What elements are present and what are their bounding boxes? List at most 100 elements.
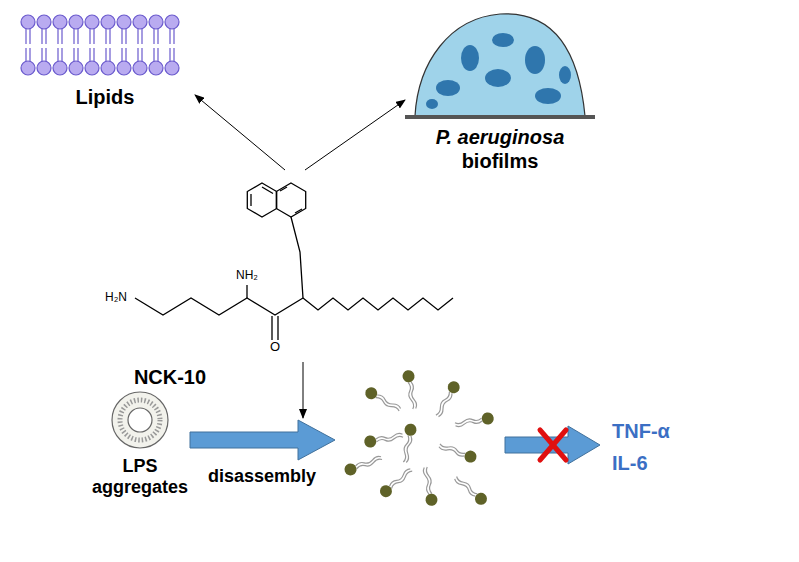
lps-monomer <box>363 385 403 415</box>
chemical-structure <box>135 183 453 340</box>
atom-label: H₂N <box>105 291 127 305</box>
component-label: biofilms <box>462 150 539 173</box>
lipid-tail <box>121 28 122 44</box>
lps-monomer <box>454 412 494 431</box>
lipid-head <box>149 15 163 29</box>
lps-tail <box>375 396 400 412</box>
lps-tail <box>454 478 477 498</box>
lps-head <box>363 385 379 401</box>
lipid-tail <box>105 28 106 44</box>
lps-head <box>425 493 439 507</box>
lps-tail <box>389 468 412 488</box>
lipid-tail <box>61 28 62 44</box>
lipid-head <box>21 61 35 75</box>
lipid-head <box>37 61 51 75</box>
block-arrow <box>505 426 600 464</box>
atom-label: O <box>270 340 280 355</box>
lipid-head <box>117 61 131 75</box>
lps-tail <box>356 458 382 470</box>
lipid-bilayer <box>21 15 179 75</box>
lipid-tail <box>153 48 154 62</box>
lps-monomer <box>343 452 384 477</box>
lipid-head <box>117 15 131 29</box>
lipid-tail <box>89 48 90 62</box>
lipid-tail <box>109 48 110 62</box>
process-label: disassembly <box>208 466 316 487</box>
lipid-tail <box>25 28 26 44</box>
component-label: Lipids <box>76 86 135 109</box>
lipid-tail <box>141 48 142 62</box>
lps-monomer <box>399 423 418 463</box>
lps-tail <box>456 475 479 495</box>
lipid-tail <box>105 48 106 62</box>
lipid-tail <box>109 28 110 44</box>
lipid-tail <box>41 28 42 44</box>
lps-head <box>378 483 395 500</box>
component-label: LPS aggregates <box>85 456 195 497</box>
lipid-head <box>53 15 67 29</box>
lps-tail <box>391 470 414 490</box>
lipid-head <box>21 15 35 29</box>
block-arrow <box>190 420 335 460</box>
species-label: P. aeruginosa <box>436 126 565 149</box>
lipid-head <box>101 61 115 75</box>
lps-tail <box>435 391 451 416</box>
lipid-tail <box>57 48 58 62</box>
lipid-tail <box>125 48 126 62</box>
lipid-tail <box>153 28 154 44</box>
lps-head <box>463 449 478 464</box>
lps-aggregate <box>112 392 168 448</box>
lps-monomer <box>420 466 439 506</box>
lipid-head <box>37 15 51 29</box>
lipid-head <box>69 61 83 75</box>
lipid-tail <box>137 48 138 62</box>
lps-monomers <box>343 369 495 507</box>
lipid-head <box>69 15 83 29</box>
lps-monomer <box>432 379 462 419</box>
lipid-head <box>85 15 99 29</box>
lipid-tail <box>77 48 78 62</box>
lipid-tail <box>89 28 90 44</box>
lps-head <box>343 462 358 477</box>
lps-tail <box>455 417 482 425</box>
lps-tail <box>440 442 466 454</box>
lipid-tail <box>77 28 78 44</box>
cytokine-label: TNF-α <box>612 420 670 443</box>
lipid-tail <box>121 48 122 62</box>
lipid-head <box>133 15 147 29</box>
lps-monomer <box>363 430 403 449</box>
lipid-tail <box>29 28 30 44</box>
arrow <box>305 100 405 170</box>
lps-monomer <box>402 369 421 409</box>
lps-tail <box>376 394 401 410</box>
lipid-tail <box>141 28 142 44</box>
lipid-head <box>85 61 99 75</box>
lipid-tail <box>41 48 42 62</box>
lipid-tail <box>173 28 174 44</box>
lps-tail <box>402 435 410 462</box>
lps-tail <box>426 467 434 494</box>
lipid-tail <box>25 48 26 62</box>
lipid-head <box>165 15 179 29</box>
lps-tail <box>437 392 453 417</box>
lipid-head <box>133 61 147 75</box>
lipid-tail <box>61 48 62 62</box>
arrow <box>195 95 285 170</box>
lipid-tail <box>45 48 46 62</box>
lps-tail <box>407 382 415 409</box>
lipid-tail <box>125 28 126 44</box>
lps-head <box>363 435 377 449</box>
lps-monomer <box>378 465 416 499</box>
lps-tail <box>376 436 403 444</box>
lipid-head <box>149 61 163 75</box>
lipid-tail <box>73 28 74 44</box>
cytokine-label: IL-6 <box>612 452 648 475</box>
lipid-tail <box>157 28 158 44</box>
lipid-tail <box>29 48 30 62</box>
arrow <box>303 362 304 418</box>
atom-label: NH₂ <box>236 269 258 283</box>
lipid-tail <box>45 28 46 44</box>
lps-head <box>402 369 416 383</box>
lipid-tail <box>73 48 74 62</box>
